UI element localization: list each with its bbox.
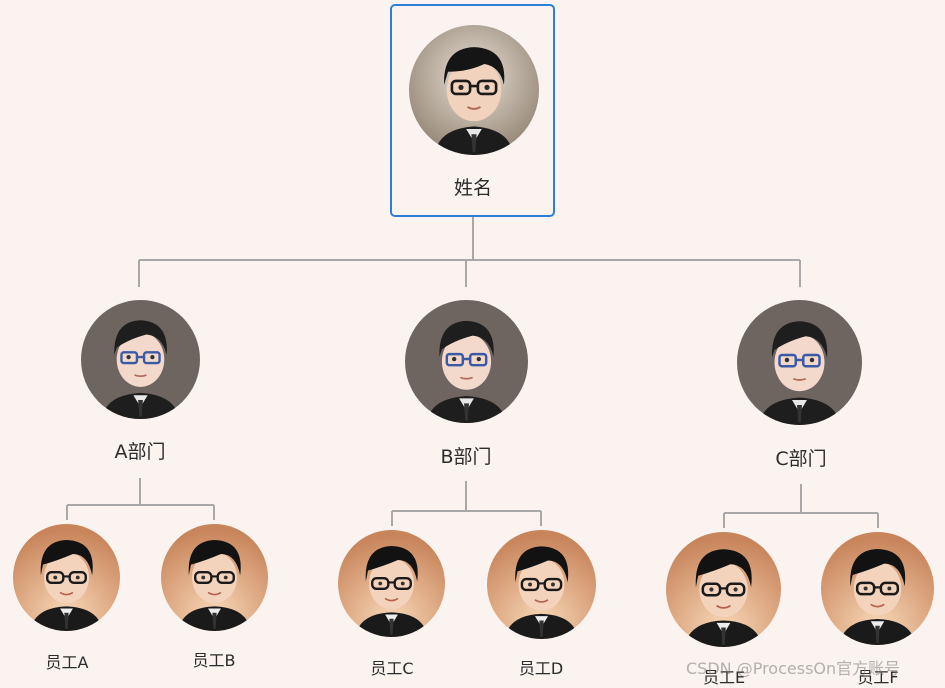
watermark: CSDN @ProcessOn官方账号 <box>686 655 900 679</box>
employee-c-avatar <box>338 530 445 637</box>
employee-b-avatar <box>161 524 268 631</box>
employee-d-avatar <box>487 530 596 639</box>
employee-a-label: 员工A <box>46 649 89 673</box>
employee-d-label: 员工D <box>519 655 563 679</box>
dept-a-avatar <box>81 300 200 419</box>
employee-e-avatar <box>666 532 781 647</box>
root-avatar <box>409 25 539 155</box>
dept-c-avatar <box>737 300 862 425</box>
employee-f-avatar <box>821 532 934 645</box>
root-name: 姓名 <box>454 173 492 200</box>
employee-b-label: 员工B <box>193 647 236 671</box>
dept-c-label: C部门 <box>775 444 826 471</box>
dept-b-avatar <box>405 300 528 423</box>
dept-b-label: B部门 <box>440 442 491 469</box>
employee-a-avatar <box>13 524 120 631</box>
employee-c-label: 员工C <box>370 655 413 679</box>
dept-a-label: A部门 <box>115 437 166 464</box>
